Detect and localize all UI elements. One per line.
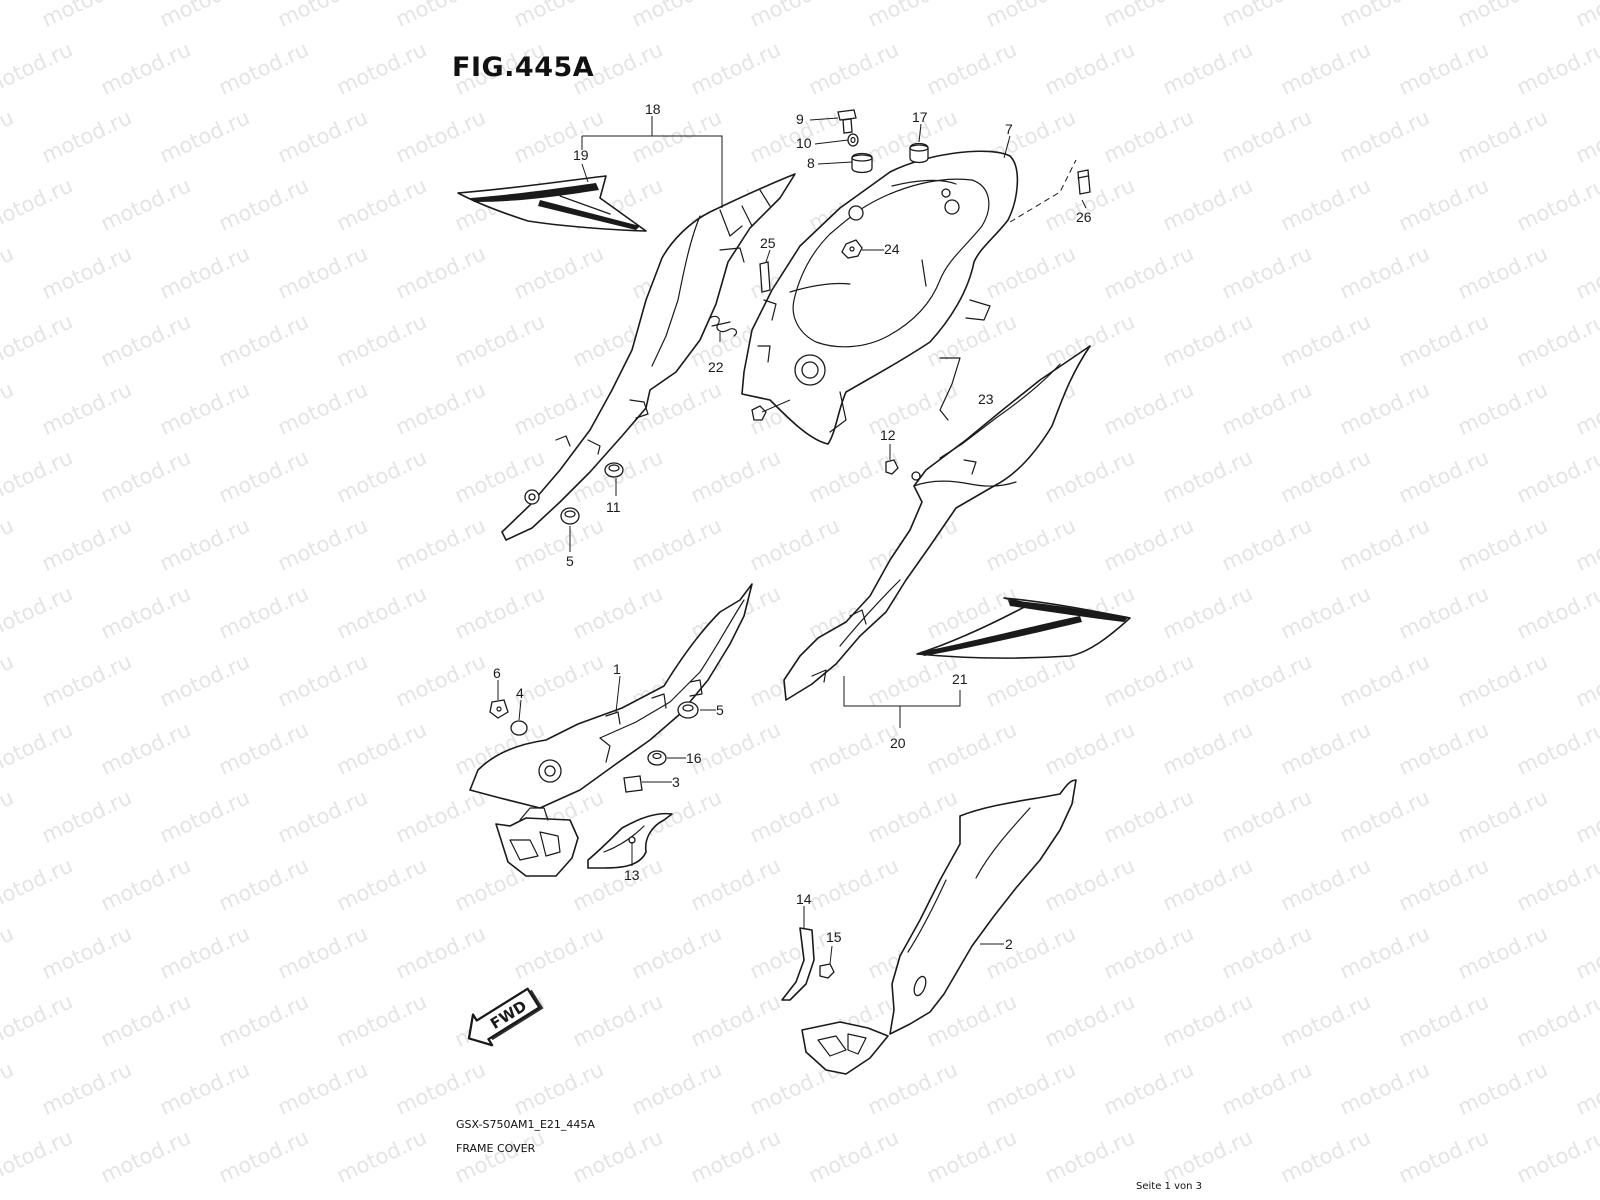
part-19-decal [457, 175, 647, 232]
fwd-arrow-icon: FWD [467, 987, 544, 1047]
callout-13: 13 [624, 867, 640, 883]
part-5-grommet-lower [677, 701, 699, 719]
part-15-screw [819, 963, 835, 979]
callout-23: 23 [978, 391, 994, 407]
callout-18: 18 [645, 101, 661, 117]
part-20-right-cover [783, 345, 1091, 701]
callout-10: 10 [796, 135, 812, 151]
callout-8: 8 [807, 155, 815, 171]
callout-11: 11 [606, 499, 621, 515]
callout-26: 26 [1076, 209, 1092, 225]
part-12-screw [885, 459, 899, 475]
callout-labels: 18 19 9 10 8 17 7 26 25 24 22 23 12 11 5… [493, 101, 1092, 952]
callout-22: 22 [708, 359, 724, 375]
part-18-left-cover [501, 173, 796, 541]
callout-12: 12 [880, 427, 896, 443]
part-7-tail-cowl [741, 150, 1019, 445]
part-25-clip [759, 261, 771, 293]
page-indicator: Seite 1 von 3 [1136, 1181, 1202, 1192]
part-16-grommet [647, 750, 667, 766]
callout-19: 19 [573, 147, 589, 163]
callout-17: 17 [912, 109, 928, 125]
part-24-screw [841, 239, 863, 259]
part-5-grommet-upper [560, 507, 580, 525]
part-1-side-cover [469, 583, 753, 877]
callout-5-lower: 5 [716, 702, 724, 718]
callout-5-upper: 5 [566, 553, 574, 569]
callout-3: 3 [672, 774, 680, 790]
callout-16: 16 [686, 750, 702, 766]
part-4-collar [510, 720, 528, 736]
part-14-strip [781, 927, 815, 1001]
callout-4: 4 [516, 685, 524, 701]
model-code: GSX-S750AM1_E21_445A [456, 1118, 595, 1131]
callout-1: 1 [613, 661, 621, 677]
part-10-washer [847, 133, 859, 147]
part-9-bolt [837, 109, 857, 134]
part-13-bracket [587, 812, 673, 869]
part-23-screw [751, 405, 767, 421]
callout-7: 7 [1005, 121, 1013, 137]
callout-24: 24 [884, 241, 900, 257]
part-11-grommet [604, 462, 624, 478]
callout-6: 6 [493, 665, 501, 681]
callout-20: 20 [890, 735, 906, 751]
part-22-clip [709, 315, 738, 337]
part-17-grommet [909, 142, 929, 164]
part-2-lower-panel [801, 779, 1077, 1075]
part-3-pad [623, 775, 643, 793]
part-26-clip [1077, 169, 1091, 195]
figure-title: FIG.445A [452, 52, 595, 83]
callout-15: 15 [826, 929, 842, 945]
part-21-decal [916, 597, 1131, 659]
leader-lines [497, 116, 1087, 965]
callout-25: 25 [760, 235, 776, 251]
part-6-bolt [489, 699, 509, 719]
callout-14: 14 [796, 891, 812, 907]
section-name: FRAME COVER [456, 1142, 536, 1155]
part-8-grommet [851, 152, 873, 174]
callout-21: 21 [952, 671, 968, 687]
callout-9: 9 [796, 111, 804, 127]
callout-2: 2 [1005, 936, 1013, 952]
